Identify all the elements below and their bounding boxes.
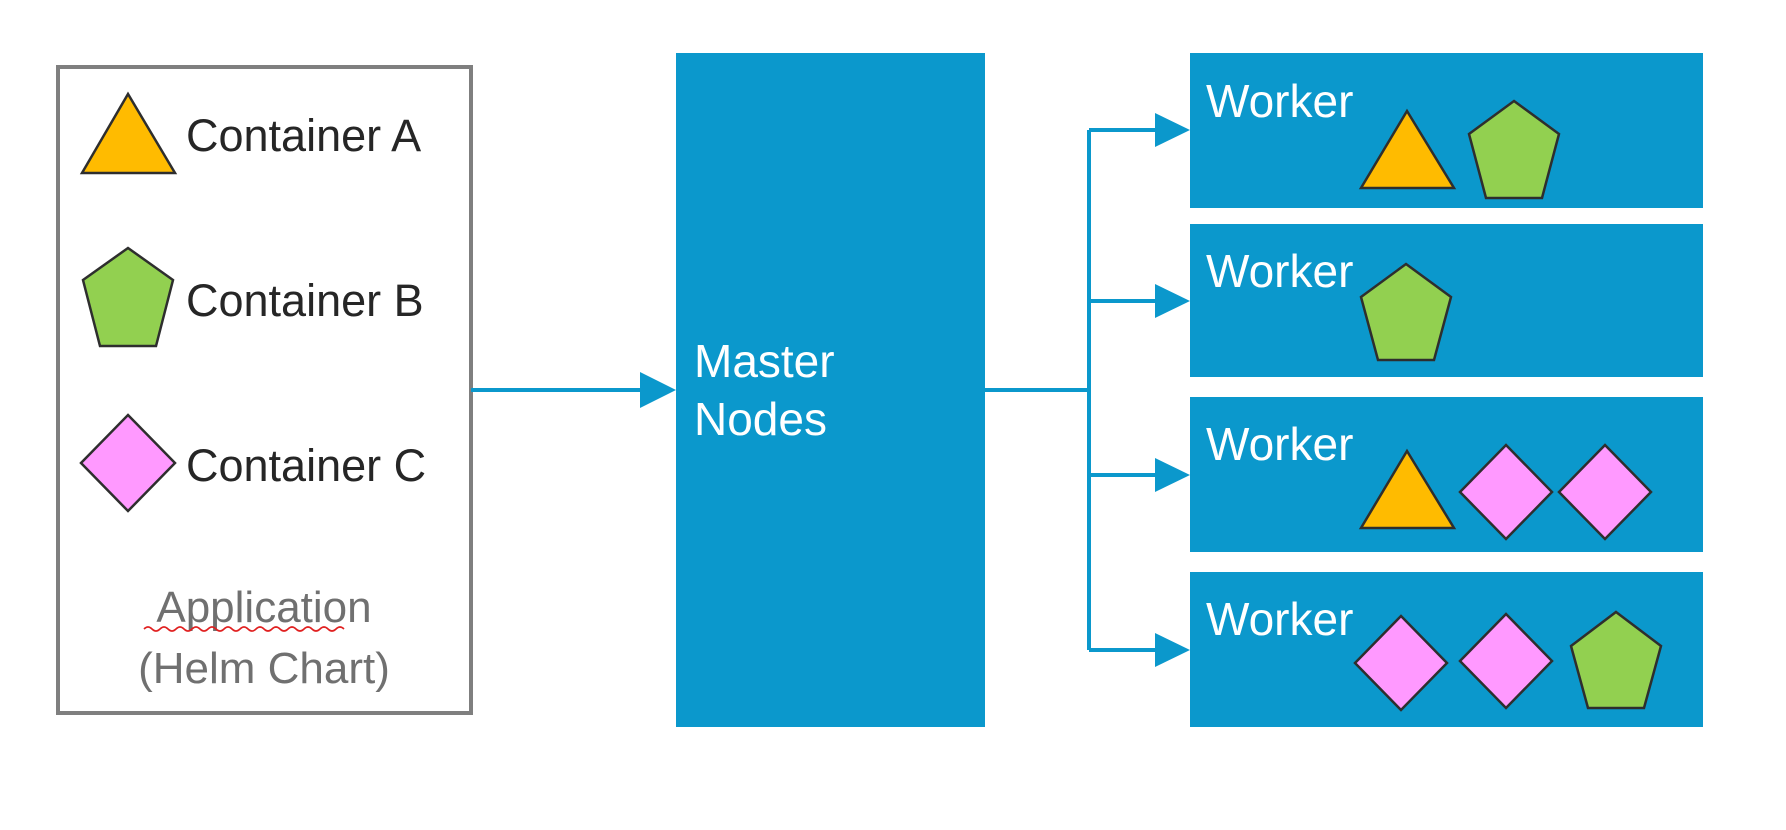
application-caption-line1: Application: [156, 583, 371, 632]
pentagon-icon: [1467, 99, 1561, 200]
spellcheck-underline: [143, 626, 345, 632]
triangle-icon: [1358, 448, 1457, 530]
triangle-icon: [1358, 108, 1457, 190]
arrowhead-icon: [1155, 458, 1190, 492]
worker-node-3: Worker: [1190, 397, 1703, 552]
application-box-frame: [56, 65, 473, 715]
worker-label: Worker: [1206, 418, 1353, 470]
arrowhead-icon: [1155, 113, 1190, 147]
master-label-line2: Nodes: [694, 393, 827, 445]
worker-node-4: Worker: [1190, 572, 1703, 727]
pentagon-icon: [1359, 262, 1453, 362]
arrow-application-to-master: [471, 372, 676, 408]
arrowhead-icon: [1155, 284, 1190, 318]
triangle-icon: [79, 91, 178, 175]
arrowhead-icon: [640, 372, 676, 408]
connector-master-to-workers: [985, 113, 1190, 667]
pentagon-icon: [81, 246, 175, 348]
worker-label: Worker: [1206, 593, 1353, 645]
legend-label-container-b: Container B: [186, 275, 424, 326]
diamond-icon: [1353, 614, 1449, 712]
application-caption-line2: (Helm Chart): [138, 644, 390, 693]
legend-item-container-b: Container B: [81, 246, 424, 348]
legend-label-container-a: Container A: [186, 110, 421, 161]
legend-item-container-c: Container C: [79, 413, 426, 513]
diamond-icon: [1458, 443, 1554, 541]
arrowhead-icon: [1155, 633, 1190, 667]
worker-node-2: Worker: [1190, 224, 1703, 377]
master-nodes-box: Master Nodes: [676, 53, 985, 727]
master-label-line1: Master: [694, 335, 835, 387]
worker-node-1: Worker: [1190, 53, 1703, 208]
legend-label-container-c: Container C: [186, 440, 426, 491]
worker-label: Worker: [1206, 75, 1353, 127]
diamond-icon: [1458, 612, 1554, 710]
diamond-icon: [1557, 443, 1653, 541]
legend-item-container-a: Container A: [79, 91, 421, 175]
pentagon-icon: [1569, 610, 1663, 710]
worker-label: Worker: [1206, 245, 1353, 297]
application-box: Container A Container B Container C Appl…: [56, 65, 473, 715]
diamond-icon: [79, 413, 177, 513]
